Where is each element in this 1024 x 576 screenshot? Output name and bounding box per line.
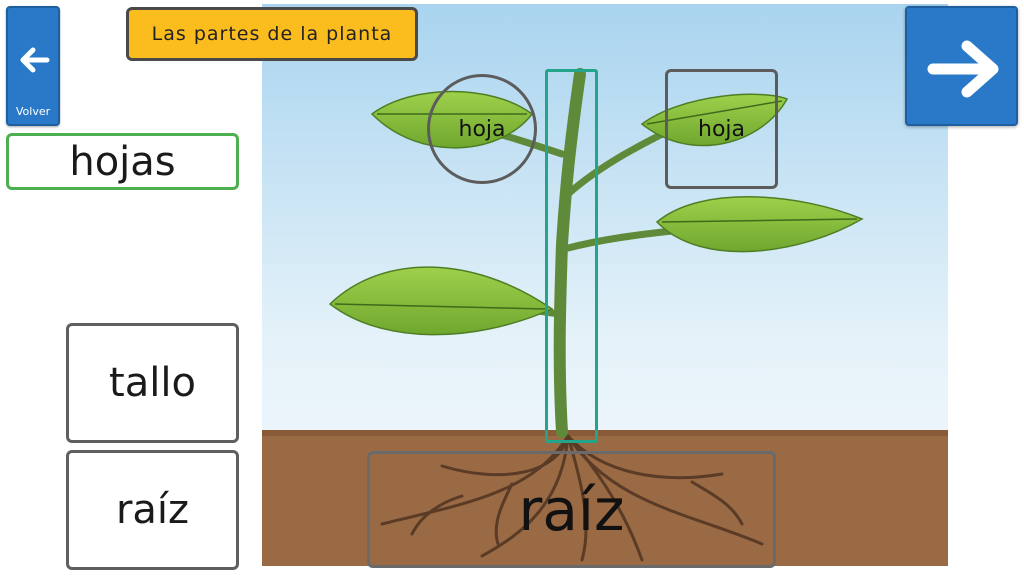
drop-zone-hoja-right[interactable]: hoja [665,69,778,189]
word-card-raiz[interactable]: raíz [66,450,239,570]
next-button[interactable] [905,6,1018,126]
drop-zone-raiz[interactable]: raíz [367,451,776,568]
back-label: Volver [15,105,51,118]
word-card-hojas[interactable]: hojas [6,133,239,190]
word-card-tallo[interactable]: tallo [66,323,239,443]
drop-zone-tallo[interactable] [545,69,598,443]
arrow-right-icon [927,40,999,98]
back-button[interactable]: Volver [6,6,60,126]
drop-zone-hoja-left[interactable]: hoja [427,74,537,184]
arrow-left-icon [20,47,50,73]
activity-title: Las partes de la planta [126,7,418,61]
